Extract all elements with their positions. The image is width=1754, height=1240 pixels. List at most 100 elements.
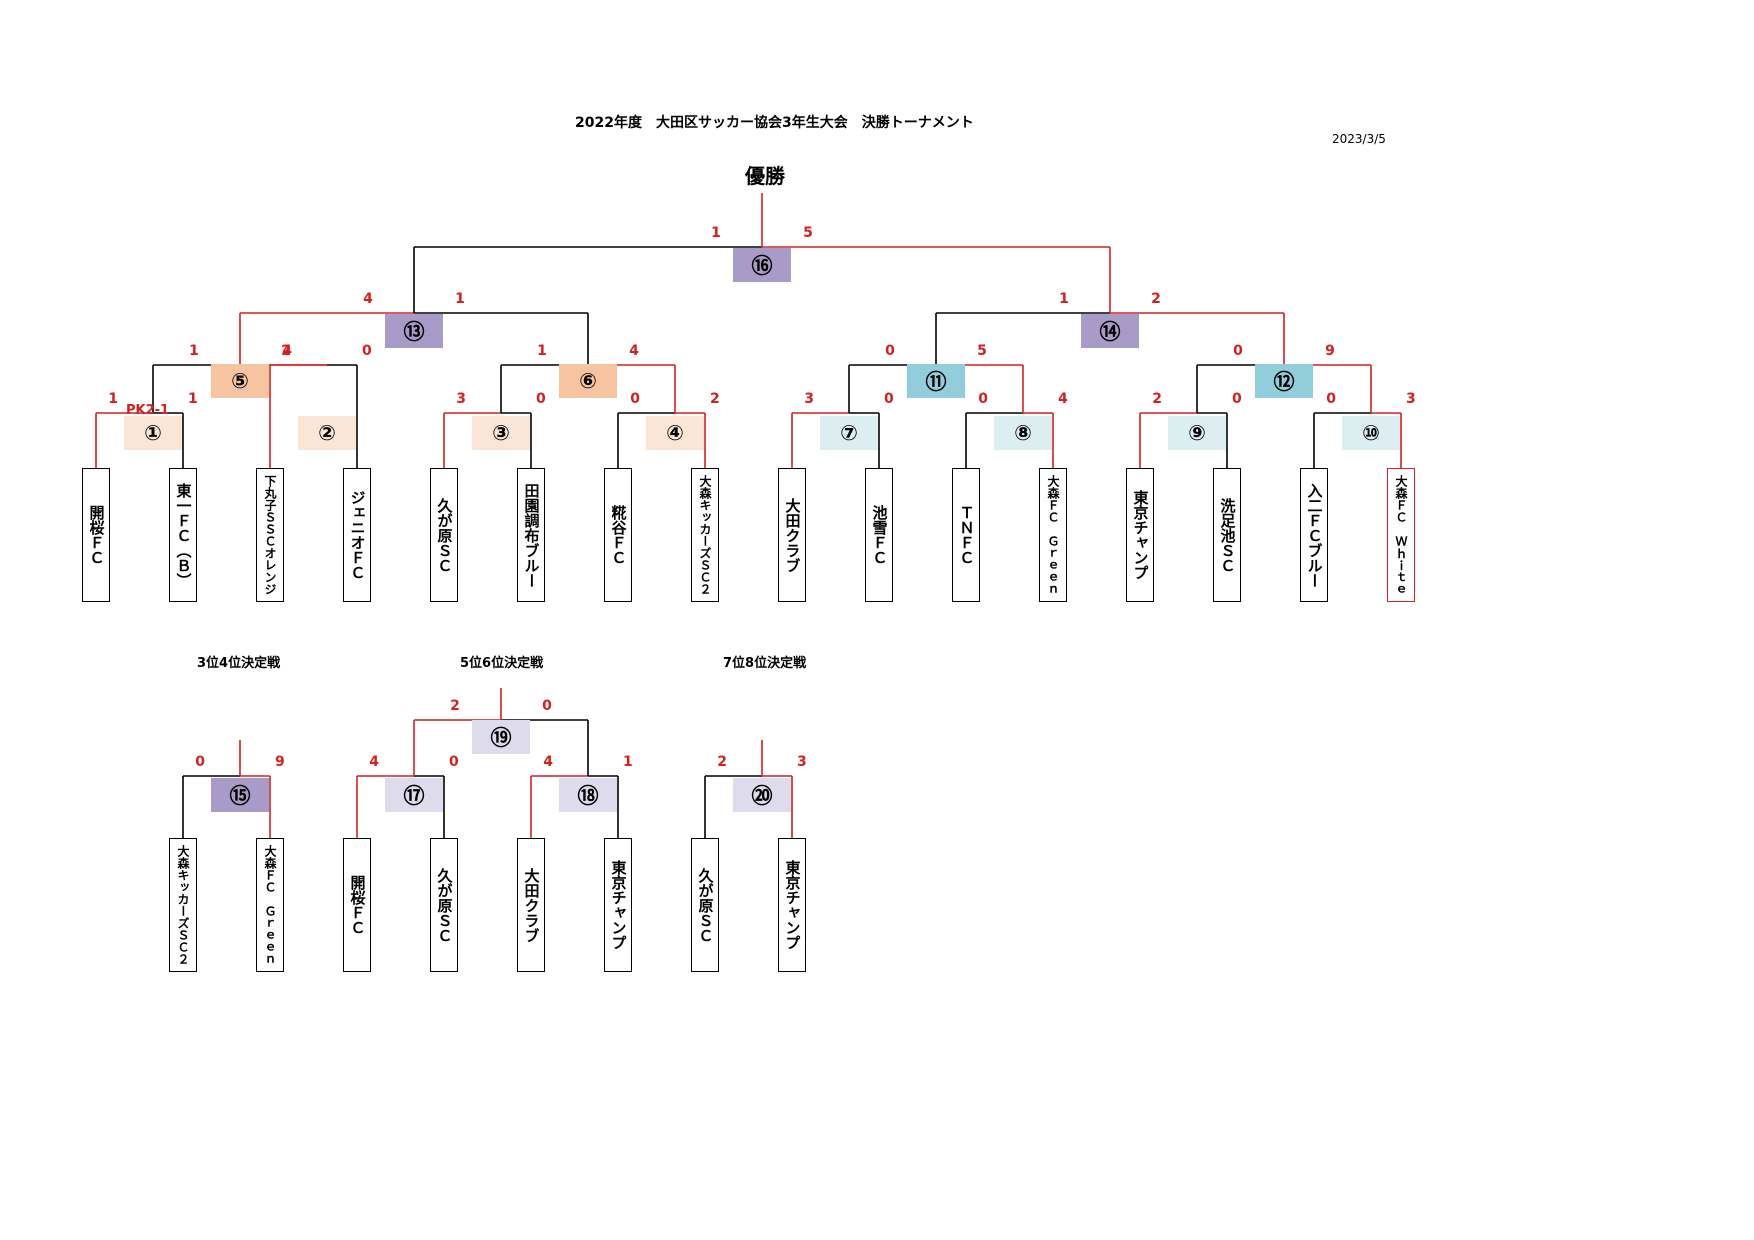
- score-right: 3: [797, 754, 807, 770]
- team-box: 入二ＦＣブルー: [1300, 468, 1328, 602]
- match-box-m6: ⑥: [559, 364, 617, 398]
- match-number: ④: [666, 421, 684, 445]
- score-left: 0: [630, 391, 640, 407]
- team-box: ＴＮＦＣ: [952, 468, 980, 602]
- match-box-m18: ⑱: [559, 778, 617, 812]
- score-right: 1: [455, 291, 465, 307]
- team-box: 大田クラブ: [517, 838, 545, 972]
- team-box: 東一ＦＣ（Ｂ）: [169, 468, 197, 602]
- team-box: 大森ＦＣ Ｗｈｉｔｅ: [1387, 468, 1415, 602]
- team-name: 東京チャンプ: [1131, 490, 1150, 580]
- team-box: 開桜ＦＣ: [343, 838, 371, 972]
- score-right: 0: [362, 343, 372, 359]
- score-left: 1: [108, 391, 118, 407]
- match-number: ⑮: [229, 784, 251, 808]
- match-box-m3: ③: [472, 416, 530, 450]
- score-left: 1: [537, 343, 547, 359]
- score-left: 0: [195, 754, 205, 770]
- score-left: 0: [885, 343, 895, 359]
- team-box: 大森ＦＣ Ｇｒｅｅｎ: [1039, 468, 1067, 602]
- team-box: 東京チャンプ: [604, 838, 632, 972]
- team-name: 大森キッカーズＳＣ２: [698, 475, 712, 595]
- score-right: 4: [629, 343, 639, 359]
- score-right: 1: [623, 754, 633, 770]
- match-number: ⑦: [840, 421, 858, 445]
- team-name: 大森ＦＣ Ｗｈｉｔｅ: [1394, 475, 1408, 595]
- match-number: ⑥: [579, 369, 597, 393]
- match-number: ①: [144, 421, 162, 445]
- team-name: 久が原ＳＣ: [696, 867, 715, 943]
- fifth-place-title: 5位6位決定戦: [460, 656, 544, 671]
- match-number: ⑧: [1014, 421, 1032, 445]
- score-right: 2: [281, 343, 291, 359]
- team-name: 大森キッカーズＳＣ２: [176, 845, 190, 965]
- team-name: 開桜ＦＣ: [87, 505, 106, 565]
- team-box: 糀谷ＦＣ: [604, 468, 632, 602]
- match-number: ⑬: [403, 320, 425, 344]
- team-box: 大田クラブ: [778, 468, 806, 602]
- team-name: 東一ＦＣ（Ｂ）: [174, 482, 193, 588]
- match-box-m2: ②: [298, 416, 356, 450]
- team-name: 大田クラブ: [783, 497, 802, 573]
- match-number: ⑨: [1188, 421, 1206, 445]
- match-box-m14: ⑭: [1081, 314, 1139, 348]
- score-left: 4: [282, 343, 292, 359]
- match-box-m12: ⑫: [1255, 364, 1313, 398]
- match-box-m20: ⑳: [733, 778, 791, 812]
- score-right: 1: [188, 391, 198, 407]
- score-left: 3: [456, 391, 466, 407]
- team-box: 久が原ＳＣ: [430, 468, 458, 602]
- score-left: 3: [804, 391, 814, 407]
- score-right: 9: [1325, 343, 1335, 359]
- team-box: 池雪ＦＣ: [865, 468, 893, 602]
- score-right: 0: [542, 698, 552, 714]
- team-box: 田園調布ブルー: [517, 468, 545, 602]
- score-left: 0: [978, 391, 988, 407]
- match-box-m15: ⑮: [211, 778, 269, 812]
- match-number: ⑤: [231, 369, 249, 393]
- match-number: ⑯: [751, 254, 773, 278]
- team-name: 洗足池ＳＣ: [1218, 497, 1237, 573]
- team-box: 下丸子ＳＳＣオレンジ: [256, 468, 284, 602]
- team-name: 大森ＦＣ Ｇｒｅｅｎ: [1046, 475, 1060, 595]
- team-name: 久が原ＳＣ: [435, 497, 454, 573]
- match-number: ⑱: [577, 784, 599, 808]
- team-name: 入二ＦＣブルー: [1305, 482, 1324, 588]
- match-number: ⑪: [925, 370, 947, 394]
- score-left: 4: [543, 754, 553, 770]
- score-right: 4: [1058, 391, 1068, 407]
- score-left: 2: [1152, 391, 1162, 407]
- team-name: 下丸子ＳＳＣオレンジ: [263, 475, 277, 595]
- team-box: 久が原ＳＣ: [430, 838, 458, 972]
- score-right: 0: [884, 391, 894, 407]
- seventh-place-title: 7位8位決定戦: [723, 656, 807, 671]
- tournament-date: 2023/3/5: [1332, 132, 1386, 146]
- match-box-m7: ⑦: [820, 416, 878, 450]
- team-name: 東京チャンプ: [783, 860, 802, 950]
- match-number: ②: [318, 421, 336, 445]
- team-name: ジェニオＦＣ: [348, 490, 367, 580]
- match-number: ⑰: [403, 784, 425, 808]
- score-right: 5: [977, 343, 987, 359]
- match-box-m16: ⑯: [733, 248, 791, 282]
- team-name: 東京チャンプ: [609, 860, 628, 950]
- match-number: ⑭: [1099, 320, 1121, 344]
- match-box-m10: ⑩: [1342, 416, 1400, 450]
- match-box-m4: ④: [646, 416, 704, 450]
- team-box: 開桜ＦＣ: [82, 468, 110, 602]
- match-box-m5: ⑤: [211, 364, 269, 398]
- score-right: 2: [710, 391, 720, 407]
- team-name: 開桜ＦＣ: [348, 875, 367, 935]
- team-name: 田園調布ブルー: [522, 482, 541, 588]
- score-left: 2: [717, 754, 727, 770]
- match-number: ⑫: [1273, 370, 1295, 394]
- team-name: ＴＮＦＣ: [957, 505, 976, 565]
- score-right: 3: [1406, 391, 1416, 407]
- score-right: 0: [536, 391, 546, 407]
- match-box-m11: ⑪: [907, 364, 965, 398]
- score-right: 0: [1232, 391, 1242, 407]
- match-number: ③: [492, 421, 510, 445]
- score-left: 1: [711, 225, 721, 241]
